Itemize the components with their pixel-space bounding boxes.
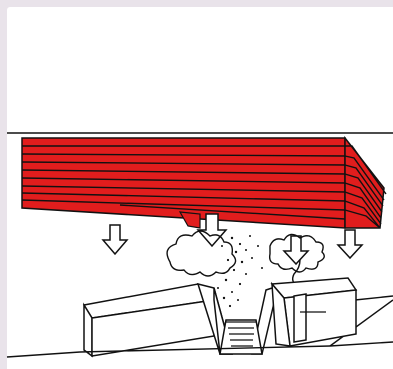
- down-arrow-icon: [338, 230, 362, 258]
- red-layer-stack: [22, 138, 386, 228]
- smoke-cloud-icon: [167, 231, 235, 276]
- foundation-pit: [84, 278, 356, 356]
- down-arrow-icon: [284, 236, 308, 264]
- down-arrow-icon: [103, 225, 127, 254]
- debris-particles: [217, 235, 263, 307]
